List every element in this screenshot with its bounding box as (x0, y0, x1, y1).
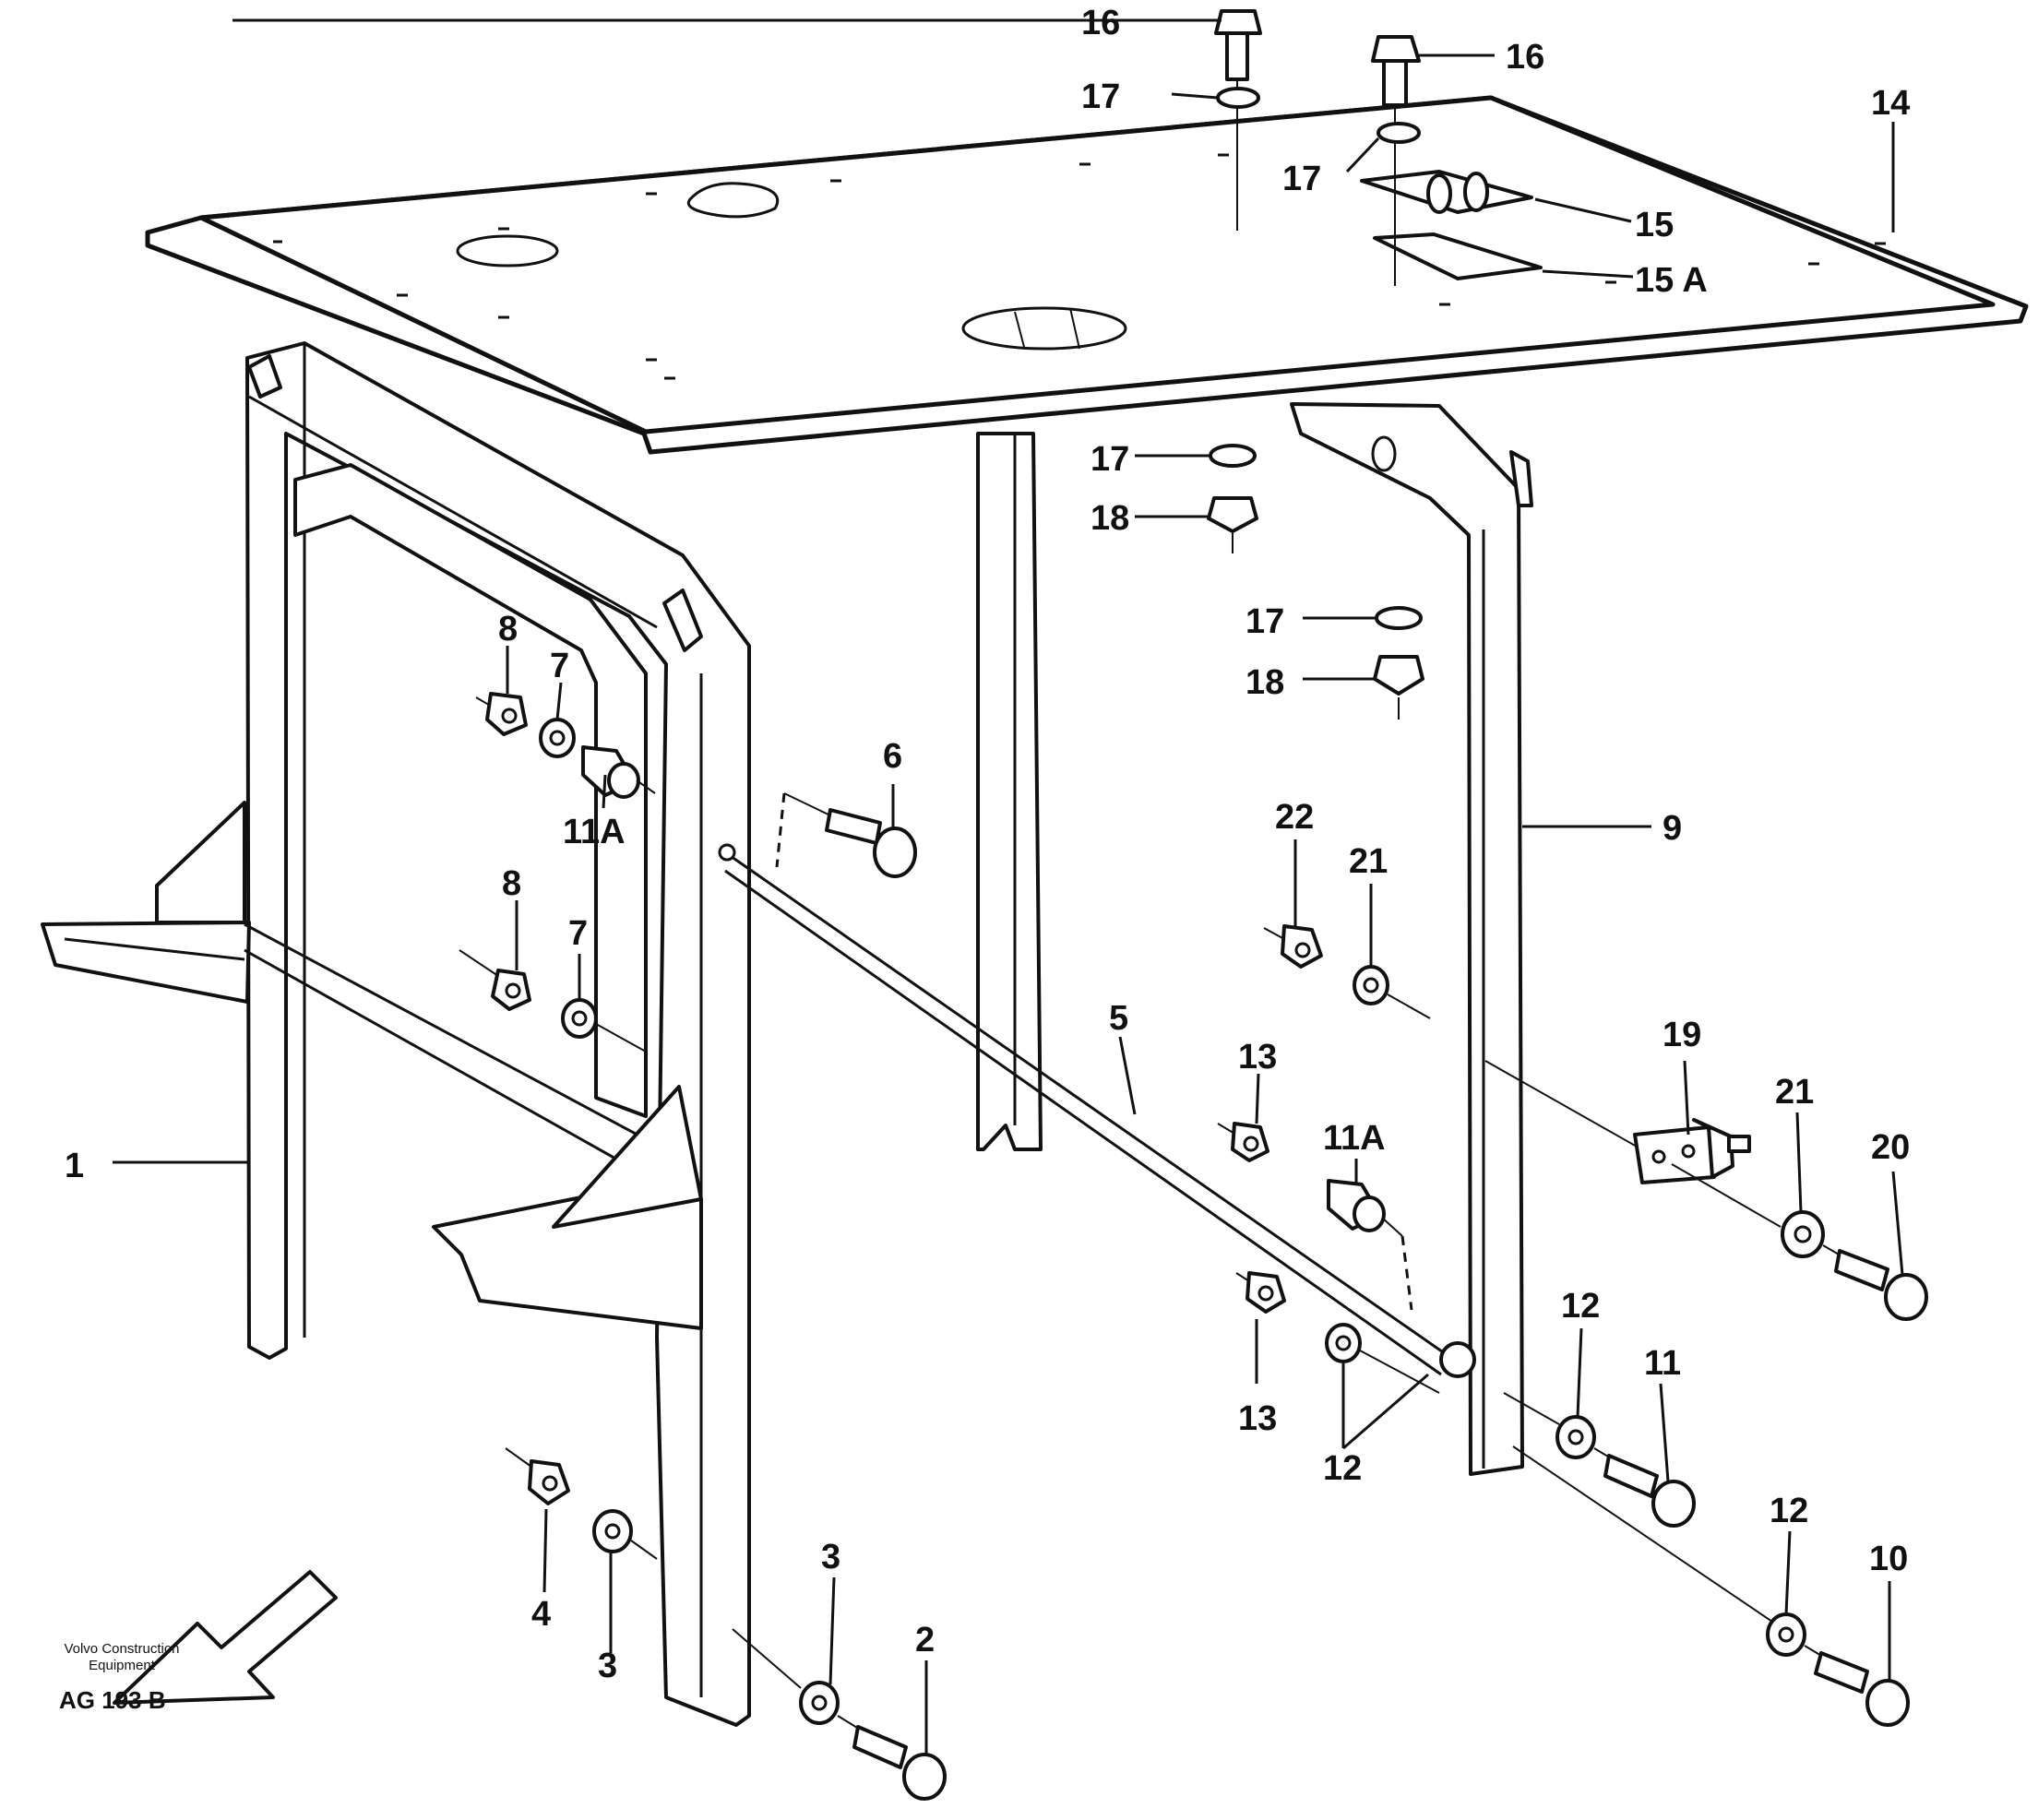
bracket-19 (1484, 1060, 1782, 1228)
roof-slot-marks (273, 153, 1886, 380)
caption-drawing-code: AG 193 B (59, 1686, 166, 1714)
part-label-18-mid-left: 18 (1091, 499, 1129, 538)
bolt-2 (837, 1715, 947, 1801)
washer-17-mid-right (1375, 606, 1423, 630)
part-label-8-lower: 8 (502, 864, 521, 903)
part-label-3-right: 3 (821, 1538, 840, 1576)
brace-rod (718, 843, 1476, 1378)
washer-21-lower (1781, 1210, 1825, 1258)
nut-8-lower (459, 949, 531, 1011)
part-label-10: 10 (1869, 1540, 1908, 1578)
part-label-3-left: 3 (598, 1647, 617, 1685)
washer-12-center (1325, 1323, 1440, 1394)
part-label-21-lower: 21 (1775, 1073, 1814, 1112)
hinge-15 (1360, 170, 1533, 214)
caption-company-line2: Equipment (89, 1658, 156, 1673)
part-label-17-mid-left: 17 (1091, 440, 1129, 479)
front-frame (41, 341, 751, 1727)
washer-17-mid-left (1209, 444, 1257, 468)
part-label-7-upper: 7 (550, 647, 569, 685)
washer-3-right (732, 1628, 840, 1725)
roof-plate (145, 95, 2029, 455)
part-label-17-mid-right: 17 (1245, 602, 1284, 641)
part-label-17-top-left: 17 (1081, 77, 1120, 116)
part-label-12-upper-right: 12 (1561, 1287, 1600, 1326)
nut-8-upper (475, 692, 528, 736)
washer-12-lower-right (1512, 1445, 1806, 1657)
part-label-8-upper: 8 (498, 610, 518, 648)
nut-4 (505, 1447, 570, 1505)
part-label-16-left: 16 (1081, 4, 1120, 42)
part-label-12-center: 12 (1323, 1449, 1362, 1488)
part-label-14: 14 (1871, 84, 1910, 123)
washer-21-upper (1353, 965, 1431, 1019)
part-label-20: 20 (1871, 1128, 1910, 1167)
part-label-9: 9 (1663, 809, 1682, 848)
bolt-16-left (1214, 9, 1262, 231)
bolt-11 (1593, 1447, 1696, 1528)
nut-22 (1263, 924, 1323, 969)
bolt-20 (1822, 1244, 1928, 1321)
spacer-11a-right (1327, 1179, 1413, 1311)
nut-18-mid-right (1373, 655, 1424, 720)
part-label-21-upper: 21 (1349, 842, 1388, 881)
washer-3-left (592, 1509, 658, 1560)
part-label-5: 5 (1109, 999, 1128, 1038)
forward-direction-arrow-icon (113, 1570, 338, 1705)
part-label-11a-right: 11A (1323, 1119, 1386, 1158)
part-label-11a-left: 11A (563, 813, 626, 851)
washer-17-top-left (1216, 87, 1260, 109)
part-label-6: 6 (883, 737, 902, 776)
part-label-16-right: 16 (1506, 38, 1544, 77)
washer-12-upper-right (1503, 1392, 1596, 1459)
bolt-16-right (1371, 35, 1421, 286)
right-frame (1290, 402, 1533, 1476)
spacer-11a-left (581, 745, 656, 799)
part-label-18-mid-right: 18 (1245, 663, 1284, 702)
part-label-15: 15 (1635, 206, 1674, 244)
nut-13-lower (1235, 1271, 1286, 1314)
bolt-10 (1804, 1645, 1910, 1727)
bolt-6 (775, 792, 917, 878)
part-label-12-lower-right: 12 (1770, 1492, 1808, 1530)
part-label-2: 2 (915, 1621, 935, 1659)
part-label-13-upper: 13 (1238, 1038, 1277, 1077)
rear-center-post (976, 432, 1043, 1151)
caption-company-line1: Volvo Construction (64, 1641, 179, 1657)
part-number-labels: 16 17 16 17 14 15 15 A 17 18 17 18 9 8 7… (65, 4, 1910, 1685)
figure-caption: Volvo Construction Equipment AG 193 B (59, 1641, 180, 1714)
washer-7-upper (539, 718, 576, 758)
hinge-plate-15a (1373, 232, 1543, 280)
part-label-15a: 15 A (1635, 261, 1708, 300)
leader-lines (113, 18, 1904, 1755)
part-label-19: 19 (1663, 1016, 1701, 1054)
part-label-1: 1 (65, 1147, 84, 1185)
part-label-17-top-right: 17 (1282, 160, 1321, 198)
part-label-11: 11 (1644, 1344, 1681, 1383)
nut-18-mid-left (1207, 496, 1258, 553)
part-label-13-lower: 13 (1238, 1399, 1277, 1438)
washer-17-top-right (1377, 122, 1421, 144)
nut-13-upper (1217, 1122, 1269, 1162)
part-label-22: 22 (1275, 798, 1314, 837)
washer-7-lower (561, 998, 647, 1053)
part-label-4: 4 (531, 1595, 551, 1634)
part-label-7-lower: 7 (568, 914, 588, 953)
